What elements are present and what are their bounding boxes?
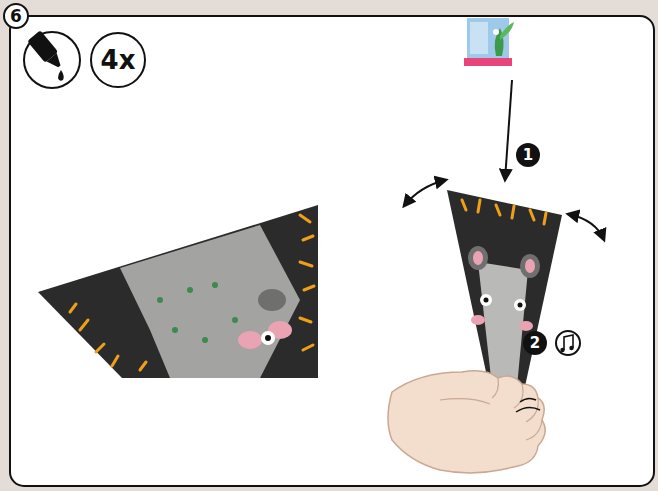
step-number: 6 (3, 3, 29, 29)
flat-cone-sheet (38, 205, 318, 378)
step-number-text: 6 (10, 8, 22, 25)
cone-card-icon (464, 18, 514, 66)
shake-lines (516, 398, 540, 412)
hand (388, 371, 545, 473)
insert-arrow (505, 80, 512, 180)
callout-number: 2 (523, 331, 547, 355)
glue-icon (24, 30, 80, 88)
callout-number: 1 (516, 143, 540, 167)
callout-number-text: 1 (523, 148, 533, 163)
repeat-count-text: 4x (101, 47, 136, 73)
step-frame (10, 16, 654, 486)
sound-icon (556, 331, 580, 355)
callout-number-text: 2 (530, 336, 540, 351)
finger-lines (440, 378, 542, 440)
twist-arrow (568, 214, 604, 240)
repeat-count: 4x (90, 32, 146, 88)
twist-arrow (404, 180, 446, 206)
